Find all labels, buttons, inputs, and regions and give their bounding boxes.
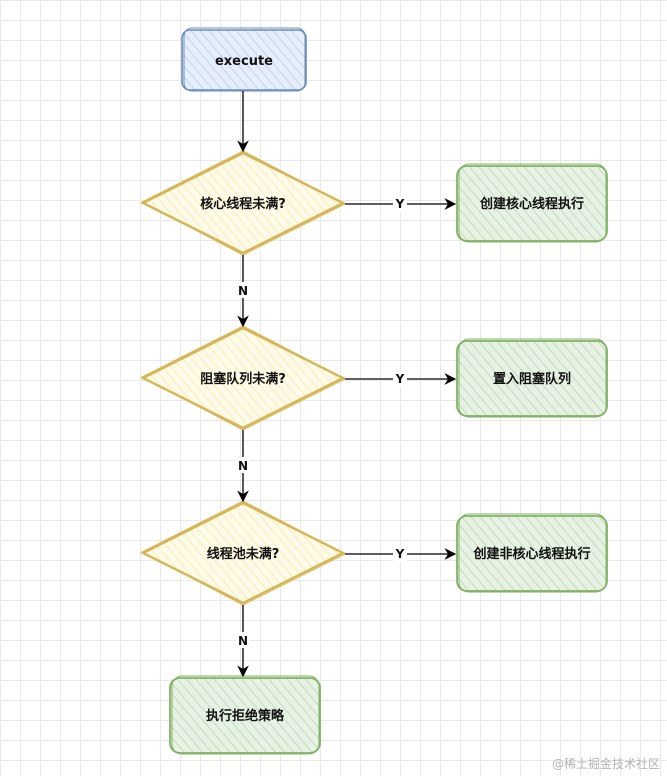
decision-core-threads-label: 核心线程未满? xyxy=(200,196,286,212)
action-create-core-thread: 创建核心线程执行 xyxy=(456,163,608,243)
edge-label-no-2: N xyxy=(238,459,248,473)
edge-label-no-1: N xyxy=(238,284,248,298)
watermark: @稀土掘金技术社区 xyxy=(552,756,660,771)
decision-thread-pool: 线程池未满? xyxy=(140,500,347,606)
edge-label-no-3: N xyxy=(238,634,248,648)
start-node: execute xyxy=(181,27,307,92)
action-reject: 执行拒绝策略 xyxy=(169,675,321,755)
action-create-core-thread-label: 创建核心线程执行 xyxy=(479,196,584,212)
edge-label-yes-1: Y xyxy=(395,197,405,211)
edge-label-yes-2: Y xyxy=(395,372,405,386)
action-enqueue: 置入阻塞队列 xyxy=(456,338,608,418)
action-enqueue-label: 置入阻塞队列 xyxy=(493,371,571,387)
decision-blocking-queue-label: 阻塞队列未满? xyxy=(200,371,286,387)
action-create-noncore-thread-label: 创建非核心线程执行 xyxy=(472,546,590,562)
action-create-noncore-thread: 创建非核心线程执行 xyxy=(456,513,608,593)
decision-blocking-queue: 阻塞队列未满? xyxy=(140,325,347,431)
edge-label-yes-3: Y xyxy=(395,547,405,561)
decision-thread-pool-label: 线程池未满? xyxy=(207,546,280,562)
decision-core-threads: 核心线程未满? xyxy=(140,150,347,256)
start-node-label: execute xyxy=(215,54,273,69)
action-reject-label: 执行拒绝策略 xyxy=(206,708,285,724)
